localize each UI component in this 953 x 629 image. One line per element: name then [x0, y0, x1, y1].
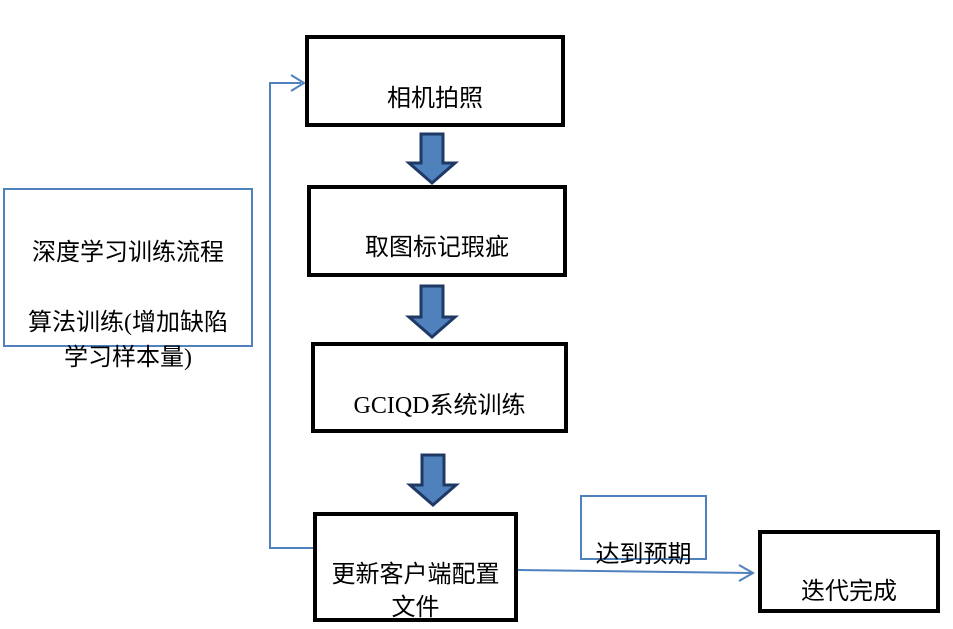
flow-node-camera-photo: 相机拍照 — [305, 35, 565, 127]
feedback-arrowhead-icon — [290, 74, 306, 92]
flow-node-mark-defects: 取图标记瑕疵 — [307, 185, 567, 277]
note-text: 深度学习训练流程 算法训练(增加缺陷 学习样本量) — [28, 240, 228, 371]
feedback-connector-line — [269, 82, 313, 549]
flow-node-gciqd-training: GCIQD系统训练 — [311, 342, 568, 433]
edge-label-text: 达到预期 — [595, 542, 692, 568]
down-block-arrow-1-icon — [404, 132, 460, 185]
edge-label-expectation-met: 达到预期 — [580, 495, 707, 568]
down-block-arrow-2-icon — [404, 284, 460, 339]
down-block-arrow-3-icon — [405, 453, 461, 507]
done-connector-line — [517, 569, 752, 574]
flow-node-update-client-config: 更新客户端配置 文件 — [313, 512, 518, 622]
note-deep-learning-process: 深度学习训练流程 算法训练(增加缺陷 学习样本量) — [3, 188, 253, 371]
flow-node-label: 取图标记瑕疵 — [365, 235, 509, 261]
flow-node-iteration-complete: 迭代完成 — [758, 530, 940, 613]
flow-node-label: 更新客户端配置 文件 — [331, 562, 500, 621]
flow-node-label: GCIQD系统训练 — [353, 393, 526, 419]
flow-node-label: 迭代完成 — [801, 579, 897, 605]
done-arrowhead-icon — [738, 564, 756, 582]
flow-node-label: 相机拍照 — [387, 86, 483, 112]
